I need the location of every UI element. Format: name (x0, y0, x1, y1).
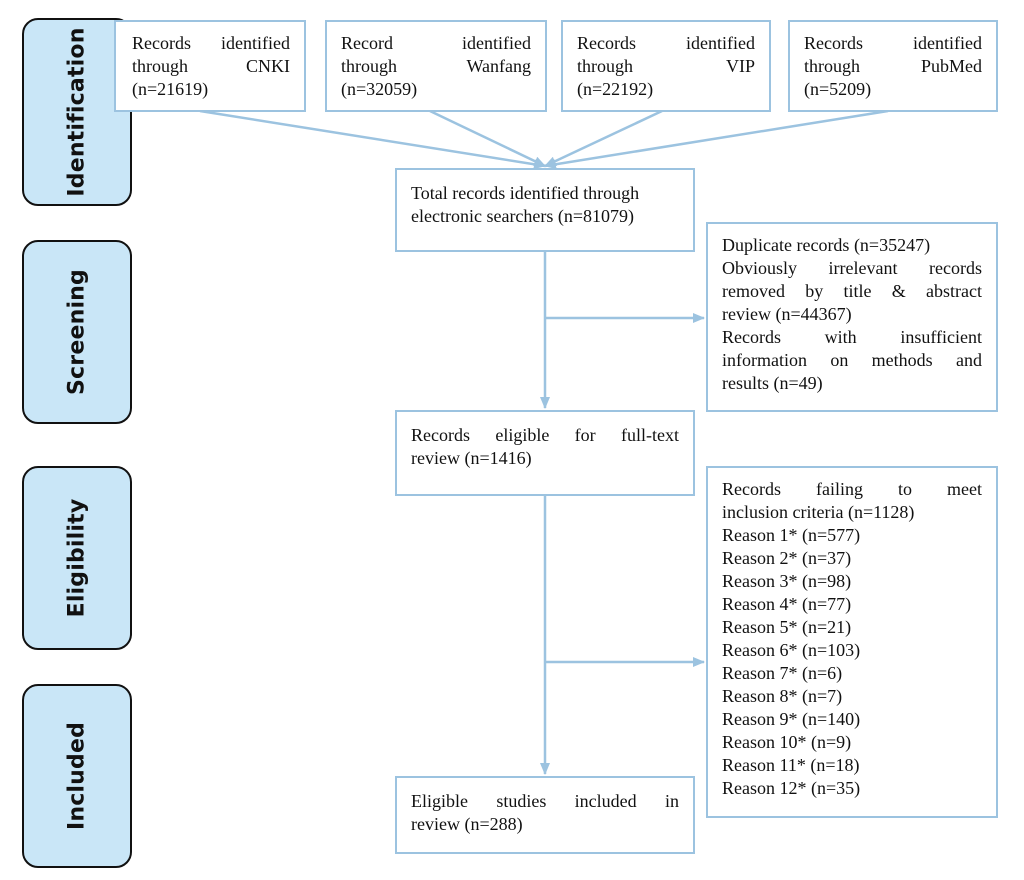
source-pubmed-line1: Records identified (804, 33, 982, 53)
total-line1: Total records identified through (411, 183, 640, 203)
stage-screening-label: Screening (64, 269, 90, 395)
reason-4: Reason 4* (n=77) (722, 594, 852, 614)
included-studies-box: Eligible studies included in review (n=2… (395, 776, 695, 854)
screening-excluded-line4: review (n=44367) (722, 304, 852, 324)
screening-excluded-box: Duplicate records (n=35247) Obviously ir… (706, 222, 998, 412)
screening-excluded-line1: Duplicate records (n=35247) (722, 235, 931, 255)
eligibility-excluded-line2: inclusion criteria (n=1128) (722, 502, 915, 522)
reason-11: Reason 11* (n=18) (722, 755, 860, 775)
source-box-pubmed: Records identified through PubMed (n=520… (788, 20, 998, 112)
reason-2: Reason 2* (n=37) (722, 548, 852, 568)
fulltext-line1: Records eligible for full-text (411, 425, 679, 445)
reason-9: Reason 9* (n=140) (722, 709, 861, 729)
eligibility-excluded-box: Records failing to meet inclusion criter… (706, 466, 998, 818)
source-cnki-line3: (n=21619) (132, 79, 209, 99)
screening-excluded-line3: removed by title & abstract (722, 281, 982, 301)
source-wanfang-line1: Record identified (341, 33, 531, 53)
stage-eligibility: Eligibility (22, 466, 132, 650)
source-vip-line2: through VIP (577, 56, 755, 76)
stage-identification-label: Identification (64, 27, 90, 197)
source-box-cnki: Records identified through CNKI (n=21619… (114, 20, 306, 112)
source-pubmed-line2: through PubMed (804, 56, 982, 76)
arrow-cnki-to-total (199, 109, 546, 170)
source-box-wanfang: Record identified through Wanfang (n=320… (325, 20, 547, 112)
included-line1: Eligible studies included in (411, 791, 679, 811)
stage-included-label: Included (64, 721, 90, 831)
source-wanfang-line2: through Wanfang (341, 56, 531, 76)
reason-1: Reason 1* (n=577) (722, 525, 861, 545)
included-line2: review (n=288) (411, 814, 523, 834)
screening-excluded-line6: information on methods and (722, 350, 982, 370)
total-line2: electronic searchers (n=81079) (411, 206, 635, 226)
source-cnki-line2: through CNKI (132, 56, 290, 76)
arrow-vip-to-total (544, 109, 663, 168)
stage-included: Included (22, 684, 132, 868)
total-records-box: Total records identified through electro… (395, 168, 695, 252)
stage-eligibility-label: Eligibility (64, 498, 90, 618)
reason-7: Reason 7* (n=6) (722, 663, 843, 683)
source-vip-line3: (n=22192) (577, 79, 654, 99)
source-wanfang-line3: (n=32059) (341, 79, 418, 99)
source-pubmed-line3: (n=5209) (804, 79, 872, 99)
fulltext-eligible-box: Records eligible for full-text review (n… (395, 410, 695, 496)
reason-12: Reason 12* (n=35) (722, 778, 861, 798)
reason-6: Reason 6* (n=103) (722, 640, 861, 660)
reason-5: Reason 5* (n=21) (722, 617, 852, 637)
reason-8: Reason 8* (n=7) (722, 686, 843, 706)
source-cnki-line1: Records identified (132, 33, 290, 53)
arrow-pubmed-to-total (544, 109, 889, 170)
stage-screening: Screening (22, 240, 132, 424)
source-vip-line1: Records identified (577, 33, 755, 53)
eligibility-excluded-line1: Records failing to meet (722, 479, 982, 499)
reason-3: Reason 3* (n=98) (722, 571, 852, 591)
arrow-wanfang-to-total (429, 109, 546, 168)
screening-excluded-line7: results (n=49) (722, 373, 823, 393)
stage-identification: Identification (22, 18, 132, 206)
reason-10: Reason 10* (n=9) (722, 732, 852, 752)
screening-excluded-line5: Records with insufficient (722, 327, 982, 347)
screening-excluded-line2: Obviously irrelevant records (722, 258, 982, 278)
fulltext-line2: review (n=1416) (411, 448, 532, 468)
source-box-vip: Records identified through VIP (n=22192) (561, 20, 771, 112)
